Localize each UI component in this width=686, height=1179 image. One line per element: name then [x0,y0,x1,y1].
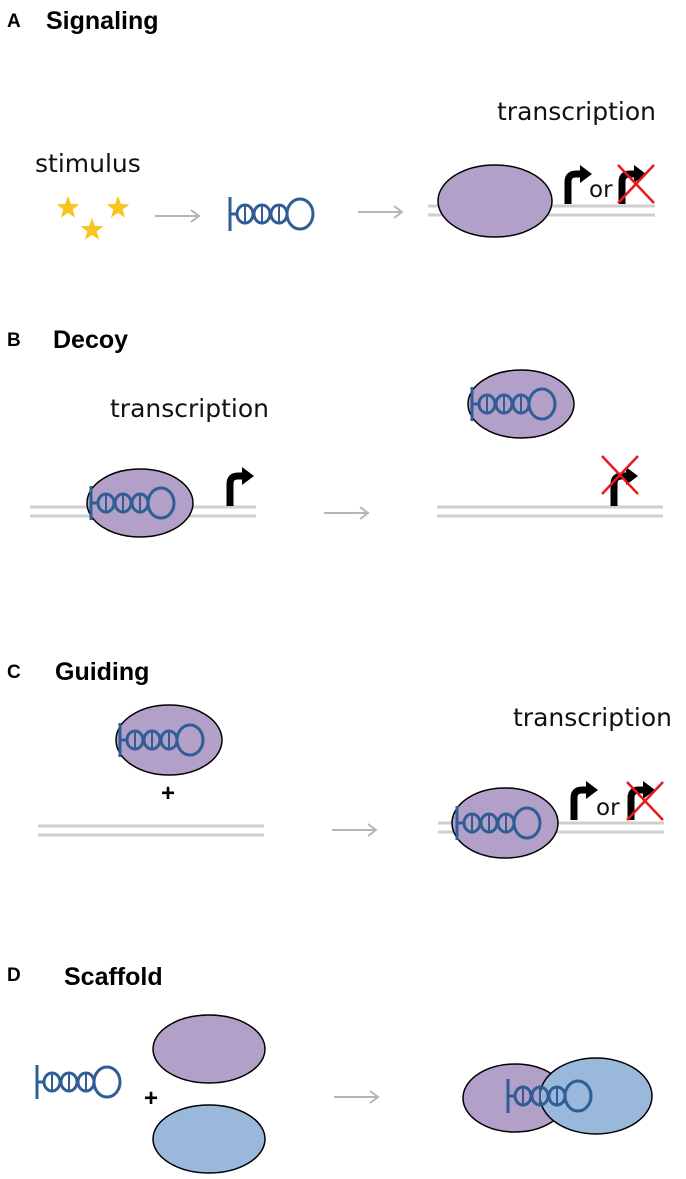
panel-title-scaffold: Scaffold [64,963,163,991]
or-label-a: or [589,177,613,203]
reaction-arrow-icon [323,506,369,520]
panel-title-signaling: Signaling [46,7,159,35]
panel-d: D Scaffold + [7,963,653,1174]
star-icon [56,196,80,218]
transcription-label-b: transcription [110,394,269,423]
plus-sign-c: + [161,780,175,807]
promoter-arrow-icon [574,781,598,820]
star-icon [106,196,130,218]
plus-sign-d: + [144,1085,158,1112]
dna-strand-c-left [38,824,264,837]
panel-title-guiding: Guiding [55,658,149,686]
panel-letter-b: B [7,330,21,351]
panel-letter-a: A [7,11,21,32]
panel-a: A Signaling stimulus transcription or [7,7,656,240]
reaction-arrow-icon [357,205,403,219]
panel-letter-c: C [7,662,21,683]
or-label-c: or [596,795,620,821]
panel-letter-d: D [7,965,21,986]
transcription-label-c: transcription [513,703,672,732]
lncrna-hairpin-icon [35,1063,122,1101]
panel-b: B Decoy transcription [7,326,663,538]
protein-complex [437,164,553,238]
reaction-arrow-icon [333,1090,379,1104]
transcription-label-a: transcription [497,97,656,126]
panel-c: C Guiding + transcription or [7,658,672,859]
stimulus-label: stimulus [35,149,141,178]
reaction-arrow-icon [154,209,200,223]
lncrna-hairpin-icon [228,195,315,233]
stimulus-stars [56,196,130,240]
protein-blue [152,1104,266,1174]
panel-title-decoy: Decoy [53,326,128,354]
star-icon [80,218,104,240]
dna-strand-b-right [437,505,663,518]
reaction-arrow-icon [331,823,377,837]
protein-purple [152,1014,266,1084]
promoter-arrow-icon [230,467,254,506]
